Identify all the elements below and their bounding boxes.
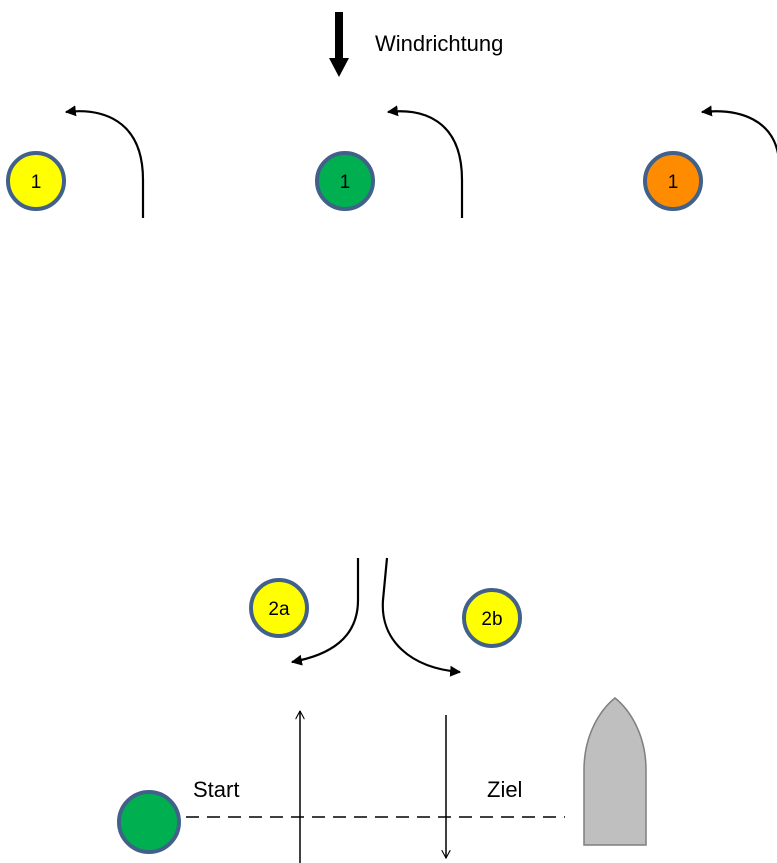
buoy-1-orange-label: 1 [668, 172, 679, 193]
course-arrow-top-right [700, 105, 777, 156]
buoy-1-green: 1 [315, 151, 375, 211]
buoy-2a-label: 2a [268, 599, 290, 620]
wind-direction-arrow [329, 12, 349, 77]
course-arrow-2b [381, 557, 462, 677]
buoy-1-yellow-label: 1 [31, 172, 42, 193]
buoy-2b-label: 2b [481, 609, 502, 630]
course-arrow-top-left [64, 105, 145, 218]
course-arrow-2a [290, 558, 360, 666]
buoy-2b: 2b [462, 588, 522, 648]
buoy-1-orange: 1 [643, 151, 703, 211]
committee-boat [583, 697, 647, 846]
buoy-1-green-label: 1 [340, 172, 351, 193]
wind-direction-label: Windrichtung [375, 31, 504, 56]
course-arrow-top-center [386, 105, 464, 218]
start-label: Start [193, 777, 240, 802]
start-buoy [117, 790, 181, 854]
buoy-2a: 2a [249, 578, 309, 638]
finish-label: Ziel [487, 777, 523, 802]
buoy-1-yellow: 1 [6, 151, 66, 211]
